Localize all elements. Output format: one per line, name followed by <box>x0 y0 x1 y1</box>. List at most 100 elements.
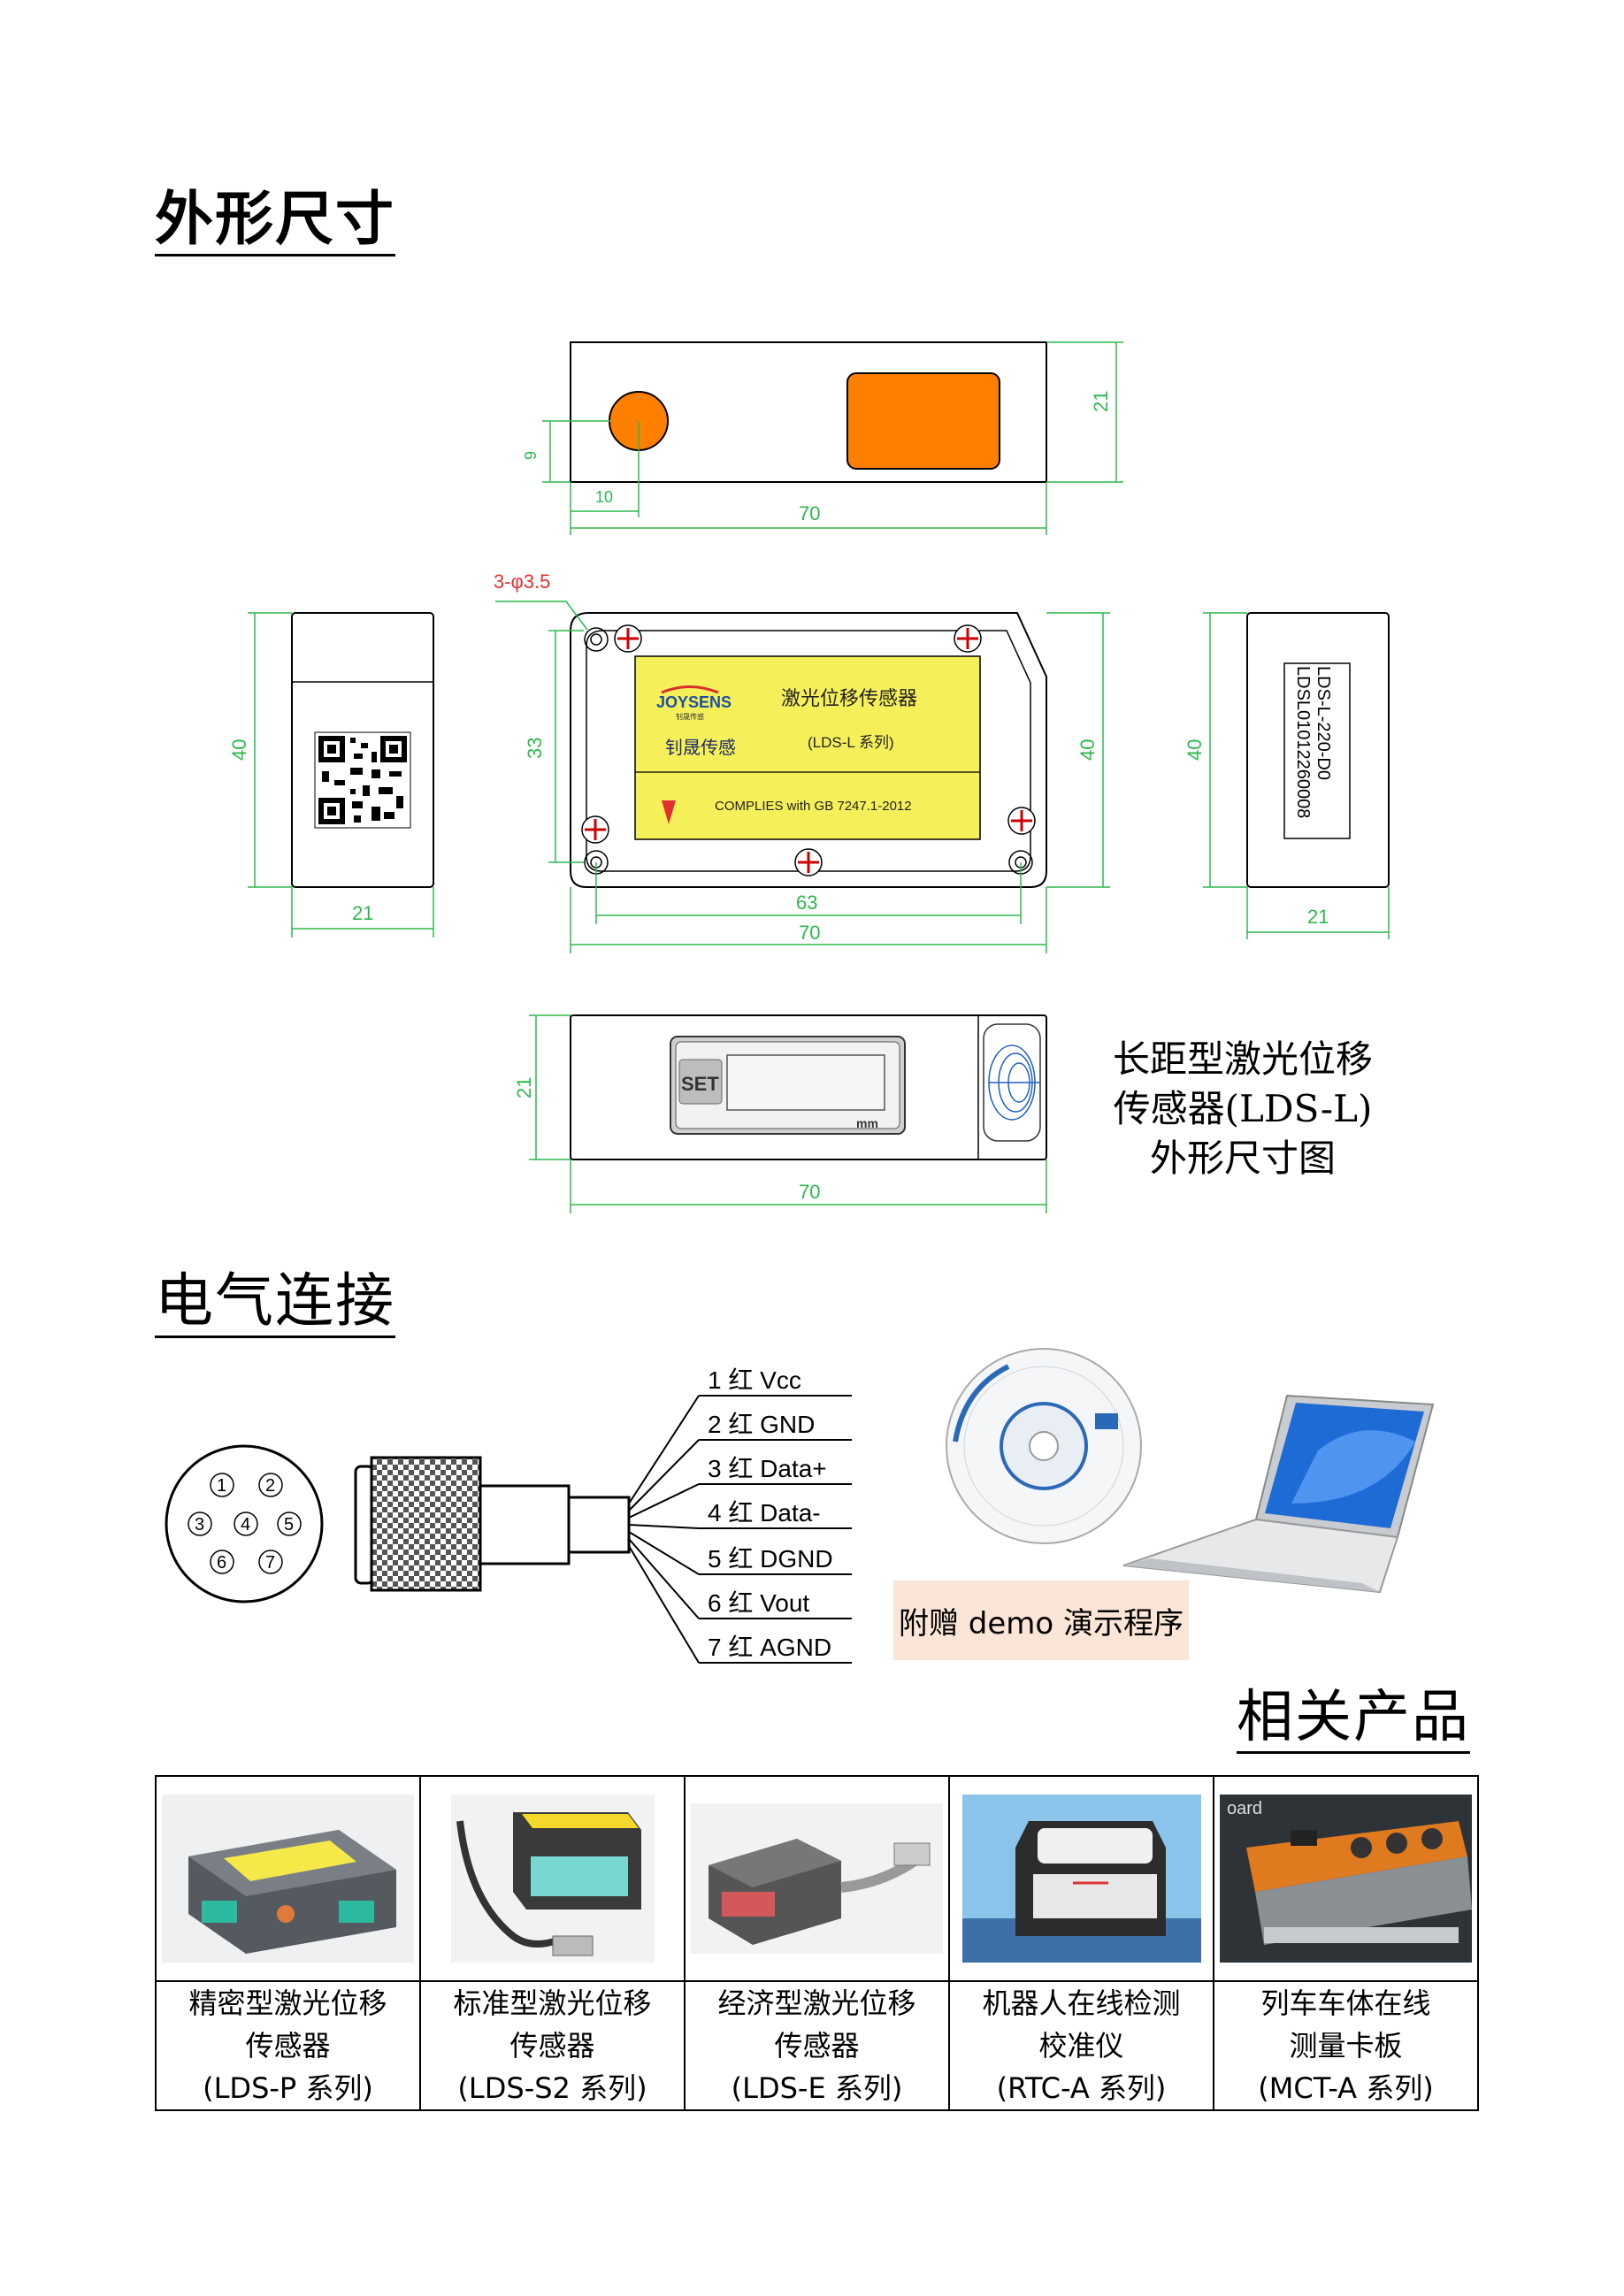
right-dim-height: 40 <box>1184 739 1206 761</box>
front-dim-inner-width: 63 <box>796 892 817 914</box>
product-name-cell: 精密型激光位移 传感器 (LDS-P 系列) <box>155 1980 421 2111</box>
left-dim-height: 40 <box>228 739 250 761</box>
top-dim-offset-x: 10 <box>595 488 613 506</box>
precision-sensor-image[interactable] <box>162 1795 414 1963</box>
product-name-line2: 测量卡板 <box>1289 2029 1403 2063</box>
bottom-view: SET mm 21 70 <box>513 1014 1047 1213</box>
svg-text:4: 4 <box>241 1515 250 1534</box>
wiring-diagram: 1 2 3 4 5 6 7 1 红 Vcc <box>165 1348 1435 1664</box>
dimensions-section-title: 外形尺寸 <box>155 190 395 256</box>
svg-text:4 红 Data-: 4 红 Data- <box>708 1499 821 1527</box>
product-name-line1: 列车车体在线 <box>1260 1986 1431 2020</box>
warning-triangle-icon <box>662 800 676 824</box>
svg-text:7 红 AGND: 7 红 AGND <box>708 1634 831 1661</box>
left-view: 40 21 <box>228 612 434 938</box>
drawing-caption: 长距型激光位移 传感器(LDS-L) 外形尺寸图 <box>1075 1035 1411 1183</box>
robot-calibrator-image[interactable] <box>961 1795 1201 1963</box>
svg-text:6 红 Vout: 6 红 Vout <box>708 1589 809 1617</box>
product-name-line3: (LDS-E 系列) <box>731 2071 903 2105</box>
caption-line-1: 长距型激光位移 <box>1112 1037 1373 1081</box>
right-dim-width: 21 <box>1307 906 1329 928</box>
svg-text:6: 6 <box>217 1553 226 1573</box>
demo-label: 附赠 demo 演示程序 <box>893 1580 1189 1660</box>
product-name-line1: 标准型激光位移 <box>453 1986 652 2020</box>
related-products-table: oard 精密型激光位移 传感器 (LDS-P 系列) 标准型激光位移 传感器 … <box>155 1775 1479 2111</box>
product-image-cell: oard <box>1213 1775 1479 1982</box>
economy-sensor-image[interactable] <box>691 1803 943 1954</box>
bottom-dim-width: 70 <box>799 1181 820 1203</box>
front-dim-inner-height: 33 <box>524 738 546 759</box>
label-product: 激光位移传感器 <box>781 687 917 709</box>
wires <box>628 1395 852 1664</box>
electrical-section-title: 电气连接 <box>155 1272 395 1338</box>
product-name-cell: 机器人在线检测 校准仪 (RTC-A 系列) <box>948 1980 1214 2111</box>
connector-face: 1 2 3 4 5 6 7 <box>165 1444 324 1603</box>
svg-text:2 红 GND: 2 红 GND <box>708 1411 815 1438</box>
svg-text:oard: oard <box>1227 1799 1262 1818</box>
serial-label <box>1283 662 1351 839</box>
product-name-cell: 列车车体在线 测量卡板 (MCT-A 系列) <box>1213 1980 1479 2111</box>
dimension-drawing: 21 70 10 9 40 21 <box>228 341 1390 1213</box>
right-label-line2: LDSL01012260008 <box>1293 666 1313 818</box>
set-button <box>678 1059 723 1105</box>
label-series: (LDS-L 系列) <box>808 734 894 751</box>
cd-disc-icon <box>946 1348 1142 1544</box>
label-complies: COMPLIES with GB 7247.1-2012 <box>715 799 912 814</box>
svg-text:3 红 Data+: 3 红 Data+ <box>708 1455 827 1482</box>
front-holes-label: 3-φ3.5 <box>494 570 550 593</box>
product-name-line2: 传感器 <box>774 2029 860 2063</box>
product-name-line3: (MCT-A 系列) <box>1258 2071 1434 2105</box>
top-view: 21 70 10 9 <box>522 341 1123 535</box>
right-label-line1: LDS-L-220-D0 <box>1314 666 1333 780</box>
unit-label: mm <box>856 1116 878 1130</box>
related-section-title: 相关产品 <box>1237 1689 1470 1754</box>
lcd-screen <box>726 1054 885 1111</box>
product-image-cell <box>948 1775 1214 1982</box>
product-image-cell <box>155 1775 421 1982</box>
svg-text:7: 7 <box>265 1553 275 1573</box>
front-view: JOYSENS 钊晟传感 钊晟传感 激光位移传感器 (LDS-L 系列) COM… <box>494 570 1110 953</box>
front-dim-width: 70 <box>799 922 820 944</box>
caption-line-2: 传感器(LDS-L) <box>1113 1087 1373 1130</box>
svg-text:1: 1 <box>217 1476 226 1496</box>
train-gauge-image[interactable]: oard <box>1220 1795 1472 1963</box>
front-dim-height: 40 <box>1076 739 1099 761</box>
svg-text:2: 2 <box>265 1476 275 1496</box>
product-name-cell: 标准型激光位移 传感器 (LDS-S2 系列) <box>419 1980 686 2111</box>
product-name-cell: 经济型激光位移 传感器 (LDS-E 系列) <box>684 1980 950 2111</box>
left-dim-width: 21 <box>352 902 373 924</box>
svg-text:5: 5 <box>284 1515 294 1534</box>
screws <box>581 624 1036 876</box>
qr-code <box>314 731 411 829</box>
label-brand-cn: 钊晟传感 <box>665 738 736 758</box>
svg-text:3: 3 <box>195 1515 204 1534</box>
svg-text:5 红 DGND: 5 红 DGND <box>708 1545 833 1573</box>
product-name-line2: 传感器 <box>245 2029 331 2063</box>
set-button-label: SET <box>681 1073 719 1095</box>
product-name-line2: 校准仪 <box>1038 2029 1124 2063</box>
window-rect <box>846 372 1000 470</box>
product-name-line3: (RTC-A 系列) <box>996 2071 1167 2105</box>
product-name-line1: 经济型激光位移 <box>717 1986 916 2020</box>
right-view: LDS-L-220-D0 LDSL01012260008 40 21 <box>1184 612 1390 939</box>
product-name-line3: (LDS-P 系列) <box>203 2071 373 2105</box>
top-dim-offset-y: 9 <box>522 451 540 460</box>
bottom-dim-height: 21 <box>513 1077 535 1098</box>
laptop-icon <box>1122 1394 1435 1594</box>
top-dim-height: 21 <box>1090 391 1112 412</box>
label-brand-sub: 钊晟传感 <box>676 712 704 721</box>
standard-sensor-image[interactable] <box>450 1795 655 1963</box>
product-name-line1: 机器人在线检测 <box>982 1986 1181 2020</box>
product-name-line1: 精密型激光位移 <box>188 1986 387 2020</box>
svg-text:1 红 Vcc: 1 红 Vcc <box>708 1366 801 1394</box>
caption-line-3: 外形尺寸图 <box>1149 1137 1336 1180</box>
connector-side <box>354 1456 631 1592</box>
lens-icon <box>988 1045 1040 1121</box>
label-brand: JOYSENS <box>656 693 732 711</box>
wire-labels: 1 红 Vcc 2 红 GND 3 红 Data+ 4 红 Data- 5 红 … <box>708 1366 833 1661</box>
product-name-line2: 传感器 <box>509 2029 595 2063</box>
top-dim-width: 70 <box>799 502 820 524</box>
product-image-cell <box>419 1775 686 1982</box>
product-image-cell <box>684 1775 950 1982</box>
product-name-line3: (LDS-S2 系列) <box>457 2071 647 2105</box>
